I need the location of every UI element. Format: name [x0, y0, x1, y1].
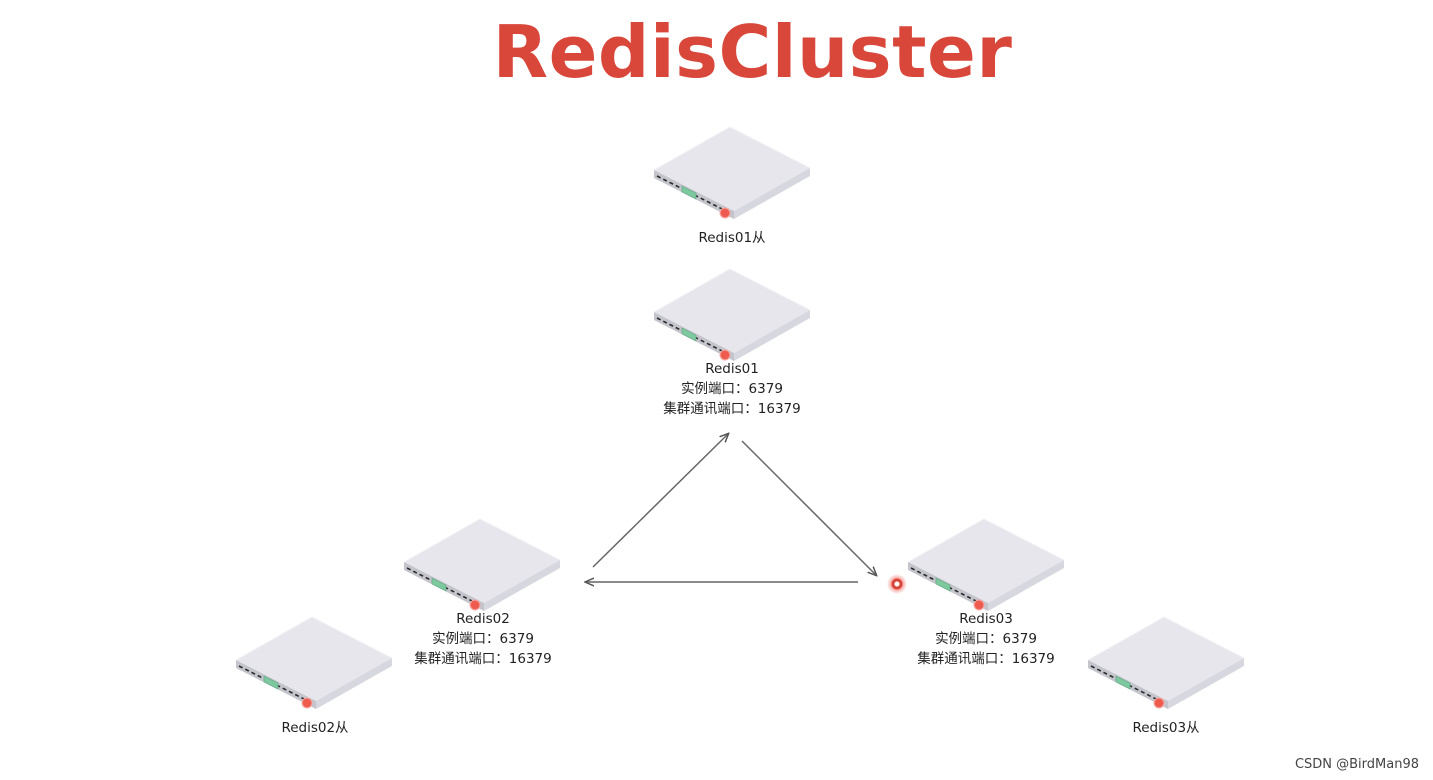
instance-port: 实例端口：6379	[432, 631, 534, 647]
pointer-highlight	[887, 574, 907, 594]
server-icon-redis02	[402, 510, 562, 612]
server-icon-redis03	[906, 510, 1066, 612]
diagram-title: RedisCluster	[492, 10, 1013, 94]
node-name: Redis01	[705, 361, 759, 377]
node-name: Redis03从	[1132, 720, 1200, 736]
arrow-redis01-to-redis03	[741, 440, 876, 575]
watermark: CSDN @BirdMan98	[1294, 757, 1419, 772]
redis01-slave-label: Redis01从	[612, 228, 852, 248]
redis03-slave-label: Redis03从	[1046, 718, 1286, 738]
cluster-port: 集群通讯端口：16379	[663, 401, 801, 417]
server-icon-redis03-slave	[1086, 608, 1246, 710]
redis01-label: Redis01 实例端口：6379 集群通讯端口：16379	[612, 359, 852, 419]
node-name: Redis02从	[281, 720, 349, 736]
server-icon-redis02-slave	[234, 608, 394, 710]
node-name: Redis03	[959, 611, 1013, 627]
cluster-port: 集群通讯端口：16379	[414, 651, 552, 667]
redis02-slave-label: Redis02从	[195, 718, 435, 738]
node-name: Redis02	[456, 611, 510, 627]
redis02-label: Redis02 实例端口：6379 集群通讯端口：16379	[363, 609, 603, 669]
instance-port: 实例端口：6379	[935, 631, 1037, 647]
node-name: Redis01从	[698, 230, 766, 246]
arrow-redis02-to-redis01	[592, 434, 728, 568]
instance-port: 实例端口：6379	[681, 381, 783, 397]
server-icon-redis01-slave	[652, 118, 812, 220]
redis03-label: Redis03 实例端口：6379 集群通讯端口：16379	[866, 609, 1106, 669]
server-icon-redis01	[652, 260, 812, 362]
cluster-port: 集群通讯端口：16379	[917, 651, 1055, 667]
